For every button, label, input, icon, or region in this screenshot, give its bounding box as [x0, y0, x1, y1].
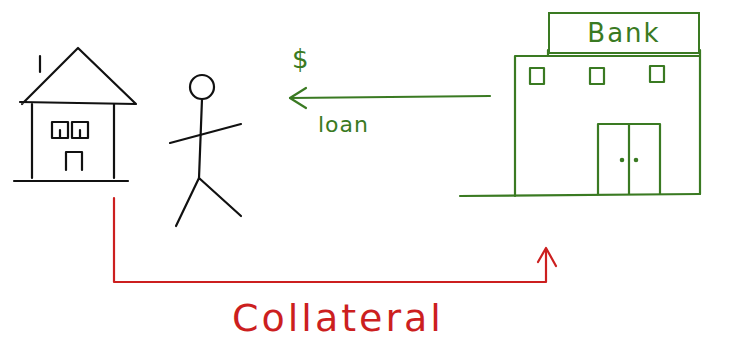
edge-label: loan — [318, 112, 369, 137]
loan-arrow — [290, 88, 490, 108]
person-figure — [170, 75, 241, 226]
currency-symbol: $ — [292, 44, 310, 74]
collateral-arrow — [114, 198, 556, 282]
bank-sign: Bank — [548, 12, 700, 54]
edge-label: Collateral — [232, 296, 444, 340]
node-text: Bank — [587, 18, 660, 48]
bank-building — [460, 50, 700, 196]
house-drawing — [14, 48, 136, 181]
